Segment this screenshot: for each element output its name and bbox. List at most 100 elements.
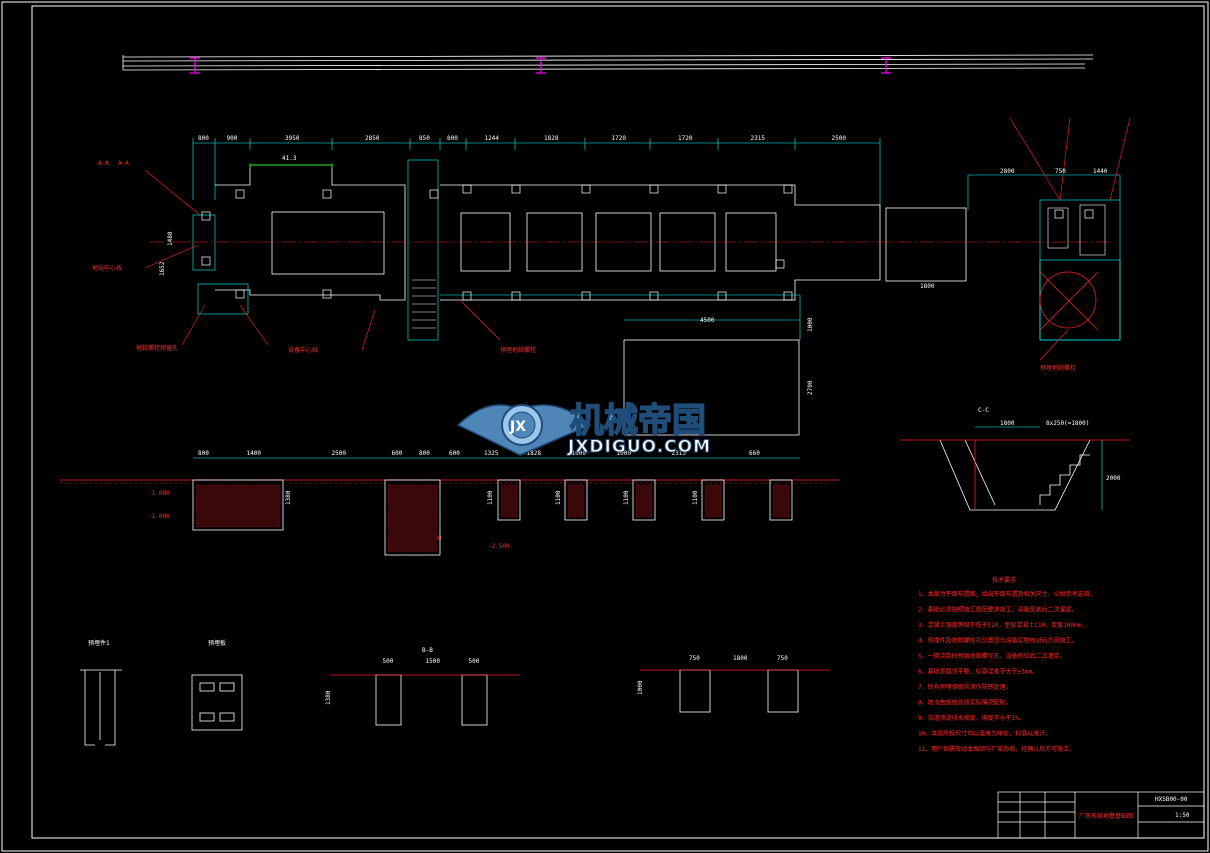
section-depth-dim: 1100 [487,490,494,505]
drawing-title: 厂房布局地基基础图 [1079,812,1133,820]
anchor-pad [322,189,332,199]
tech-note-item: 5、一期浇筑时预留地脚螺栓孔，设备就位后二次灌浆。 [918,652,1066,660]
section-width-dim: 600 [392,450,403,457]
plan-note-d: 设备中心线 [288,346,318,354]
section-width-dim: 1828 [527,450,542,457]
section-width-dim: 2315 [672,450,687,457]
section-depth-dim: 1100 [555,490,562,505]
anchor-pad [235,189,245,199]
section-width-dim: 1000 [572,450,587,457]
plan-top-dim: 2850 [365,135,380,142]
plan-top-dim: 900 [227,135,238,142]
tech-note-item: 3、混凝土强度等级不低于C20，垫层混凝土C10，厚度100mm。 [918,621,1087,629]
tech-note-item: 2、基础必须按照施工规范要求施工，设备安装后二次灌浆。 [918,606,1078,614]
foundation-pit [701,479,725,521]
title-block: 厂房布局地基基础图 HXSB00-00 1:50 [997,791,1205,839]
anchor-pad [462,291,472,301]
section-depth-dim: 1380 [285,490,292,505]
anchor-pad [429,189,439,199]
anchor-pad [581,184,591,194]
plan-top-dim: 800 [198,135,209,142]
plan-top-dim: 2315 [751,135,766,142]
top-rail [122,54,1094,71]
trench-width: 1800 [1000,420,1015,427]
tech-note-item: 7、所有预埋钢板均须作防锈处理。 [918,683,1012,691]
plan-left-dim: 1480 [167,231,174,246]
section-width-dim: 800 [419,450,430,457]
watermark: JX 机械帝国 JXDIGUO.COM [456,400,711,458]
anchor-pad [649,184,659,194]
plan-lower-right: 2700 [807,380,814,395]
d-dim: 750 [689,655,700,662]
section-width-dim: 1400 [247,450,262,457]
trench-label: C-C [978,407,989,414]
plan-motor-room: 1800 [920,283,935,290]
plan-top-dim: 800 [447,135,458,142]
plan-dim-green: 41.3 [282,155,297,162]
b-dim: 1500 [426,658,441,665]
plan-note-a: A-A [98,160,109,167]
tech-note-item: 9、沟道须设排水坡度，坡度不小于1%。 [918,714,1025,722]
anchor-pad [775,259,785,269]
tech-note-item: 1、本图为平面布置图，给出平面布置及相关尺寸，以供参考选用。 [918,590,1096,598]
section-level: -1.000 [148,490,170,497]
watermark-logo-url: JXDIGUO.COM [567,437,711,457]
tech-note-item: 6、基础表面须平整，标高误差不大于±5mm。 [918,668,1038,676]
plan-top-dim: 850 [419,135,430,142]
detail-b-label: 预埋板 [208,639,226,647]
b-dim: 500 [469,658,480,665]
anchor-pad [201,256,211,266]
tech-notes-heading: 技术要求 [992,576,1016,584]
plan-left-dim: 1652 [159,261,166,276]
pit-concrete [704,484,722,518]
plan-note-f: 预埋地脚螺栓 [1040,364,1076,372]
plan-top-dim: 1244 [485,135,500,142]
anchor-pad [511,184,521,194]
b-height: 1380 [325,690,332,705]
plan-right-top: 2800 [1000,168,1015,175]
anchor-pad [783,291,793,301]
section-depth-dim: 1100 [623,490,630,505]
section-depth-dim: 1100 [692,490,699,505]
section-width-dim: 1325 [484,450,499,457]
pit-concrete [635,484,653,518]
trench-step-note: 8x250(=1800) [1046,420,1089,427]
plan-note-e: 预埋地脚螺栓 [500,346,536,354]
section-width-dim: 660 [749,450,760,457]
anchor-pad [717,291,727,301]
section-width-dim: 600 [449,450,460,457]
plan-top-dim: 2500 [832,135,847,142]
pit-concrete [772,484,790,518]
anchor-pad [581,291,591,301]
pit-concrete [500,484,518,518]
anchor-pad [783,184,793,194]
tech-note-item: 8、地沟盖板按现场实际情况配制。 [918,699,1012,707]
plan-right-top: 750 [1055,168,1066,175]
anchor-pad [201,211,211,221]
pit-concrete [195,484,281,528]
d-dim: 1800 [733,655,748,662]
anchor-pad [462,184,472,194]
section-b-label: B-B [422,647,433,654]
tech-note-item: 4、预埋件及地脚螺栓孔位置须与设备实物核对后方可施工。 [918,637,1078,645]
anchor-pad [235,289,245,299]
section-level: -2.500 [488,543,510,550]
foundation-pit [632,479,656,521]
anchor-pad [717,184,727,194]
rail-support-markers [190,57,891,74]
emblem-letters: JX [509,419,526,435]
section-level: -1.800 [148,513,170,520]
section-width-dim: 1000 [617,450,632,457]
drawing-scale: 1:50 [1175,812,1190,819]
trench-section: C-C 1800 8x250(=1800) 2000 [900,407,1130,511]
foundation-pit [497,479,521,521]
gear-emblem-icon: JX [456,404,592,456]
d-height: 1000 [637,680,644,695]
foundation-pit [769,479,793,521]
detail-a-label: 预埋件1 [88,639,110,647]
